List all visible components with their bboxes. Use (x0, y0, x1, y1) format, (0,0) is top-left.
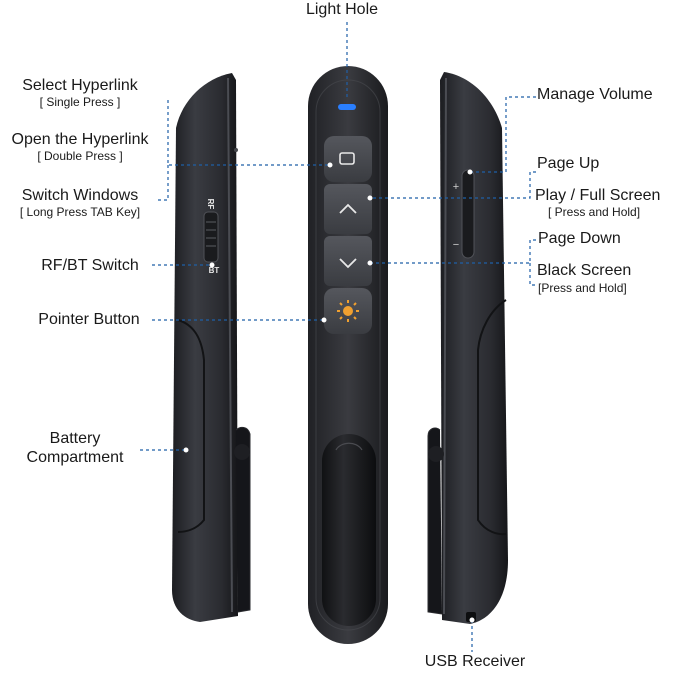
front-view (308, 66, 388, 644)
right-clip (427, 427, 443, 615)
front-body-highlight (315, 79, 381, 631)
light-hole-indicator (338, 104, 356, 110)
page-up-label: Page Up (537, 155, 600, 172)
right-body (440, 72, 508, 624)
volume-minus-marking: − (453, 239, 459, 251)
light-hole-label: Light Hole (305, 1, 379, 18)
battery-compartment-label-line2: Compartment (26, 449, 124, 466)
switch-windows-hint: [ Long Press TAB Key] (19, 205, 141, 219)
manage-volume-label: Manage Volume (537, 86, 653, 103)
rf-bt-switch (203, 211, 219, 263)
side-button-dot (234, 148, 238, 152)
leader-page-up (370, 171, 536, 199)
laser-sun-icon (337, 300, 359, 322)
right-side-view (427, 72, 508, 624)
leader-switch-windows (158, 165, 169, 201)
switch-bt-marking: BT (209, 266, 220, 275)
leader-volume (470, 96, 536, 173)
rf-bt-switch-label: RF/BT Switch (41, 257, 139, 274)
left-panel-seam (177, 319, 205, 533)
black-screen-label: Black Screen (537, 262, 632, 279)
open-hyperlink-label: Open the Hyperlink (11, 131, 149, 148)
select-hyperlink-label: Select Hyperlink (22, 77, 138, 94)
switch-windows-label: Switch Windows (21, 187, 139, 204)
left-body-edge (227, 77, 233, 613)
select-hyperlink-hint: [ Single Press ] (39, 95, 121, 109)
play-full-screen-hint: [ Press and Hold] (548, 205, 641, 219)
page-down-label: Page Down (538, 230, 621, 247)
left-side-view (172, 73, 251, 622)
left-body (172, 73, 238, 622)
switch-rf-marking: RF (206, 199, 215, 210)
front-window (322, 434, 376, 626)
black-screen-hint: [Press and Hold] (538, 281, 627, 295)
select-hyperlink-button[interactable] (324, 136, 372, 182)
chevron-down-icon (339, 258, 357, 269)
leader-black-screen (529, 263, 538, 286)
volume-rocker[interactable] (461, 169, 475, 259)
volume-plus-marking: + (453, 181, 459, 193)
right-panel-seam (477, 299, 507, 536)
left-clip (235, 426, 251, 613)
battery-compartment-label-line1: Battery (49, 430, 101, 447)
tab-icon (339, 152, 355, 165)
page-up-button[interactable] (324, 184, 372, 234)
leader-page-down (370, 239, 536, 264)
leader-lines (140, 22, 538, 652)
play-full-screen-label: Play / Full Screen (535, 187, 661, 204)
page-down-button[interactable] (324, 236, 372, 286)
chevron-up-icon (339, 203, 357, 214)
usb-receiver-label: USB Receiver (424, 653, 526, 670)
open-hyperlink-hint: [ Double Press ] (37, 149, 123, 163)
pointer-button-label: Pointer Button (38, 311, 140, 328)
leader-dots (183, 162, 475, 623)
